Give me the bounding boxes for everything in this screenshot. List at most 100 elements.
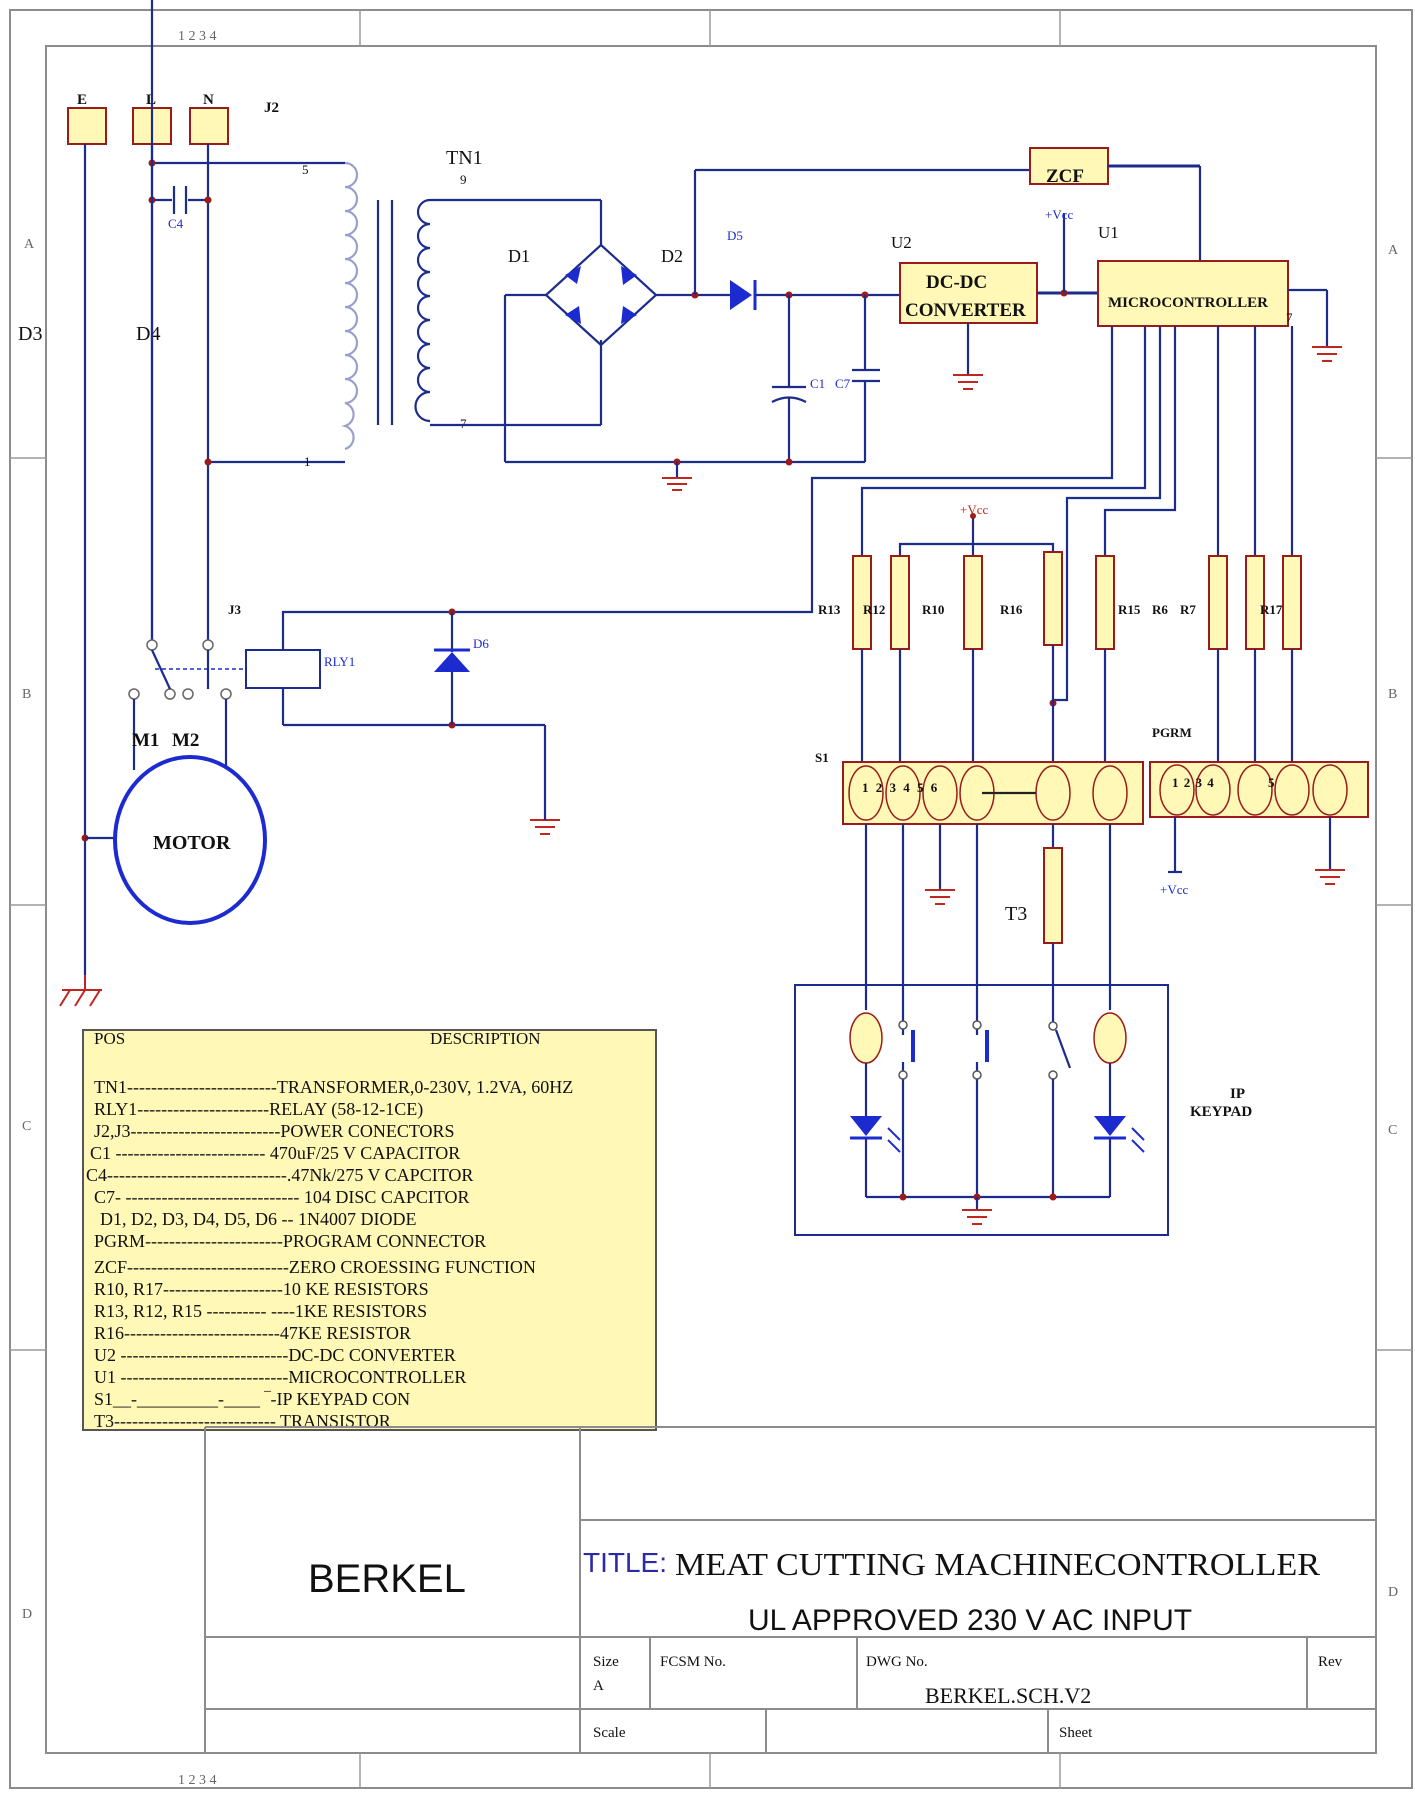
r12-label: R12	[863, 602, 885, 617]
pgrm-pins: 1 2 3 4	[1172, 775, 1214, 790]
vcc2-label: +Vcc	[960, 502, 988, 517]
drawing-title: MEAT CUTTING MACHINECONTROLLER	[675, 1546, 1321, 1582]
zone-left-c: C	[22, 1119, 31, 1134]
keypad-line1: IP	[1230, 1086, 1245, 1102]
connector-j2: E L N J2	[67, 92, 279, 145]
legend-row-13: U2 ----------------------------DC-DC CON…	[94, 1345, 456, 1365]
zone-left-a: A	[24, 237, 35, 252]
motor-label: MOTOR	[153, 832, 231, 854]
capacitor-c4: C4	[168, 186, 188, 231]
relay-section: J3 RLY1 D6 M1 M2	[128, 0, 560, 835]
pin-e-label: E	[77, 92, 87, 108]
zone-right-a: A	[1388, 243, 1399, 258]
r7-label: R7	[1180, 602, 1196, 617]
legend-row-1: TN1-------------------------TRANSFORMER,…	[94, 1077, 573, 1097]
resistor-bank: R13 R12 R10 R16 R15 R6 R7 R17	[818, 551, 1302, 762]
dcdc-converter-u2: DC-DC CONVERTER U2 +Vcc	[891, 207, 1098, 390]
d3-label: D3	[18, 323, 42, 345]
r13-label: R13	[818, 602, 841, 617]
company-name: BERKEL	[308, 1557, 466, 1601]
d6-label: D6	[473, 636, 489, 651]
legend-row-15: S1__-_________-____ ‾-IP KEYPAD CON	[94, 1389, 410, 1409]
sheet-label: Sheet	[1059, 1725, 1093, 1741]
m1-label: M1	[132, 730, 159, 751]
bridge-rectifier-d1: D1 D2	[430, 198, 695, 462]
legend-row-7: D1, D2, D3, D4, D5, D6 -- 1N4007 DIODE	[100, 1209, 416, 1229]
r17-label: R17	[1260, 602, 1283, 617]
keypad-line2: KEYPAD	[1190, 1104, 1252, 1120]
rectifier-output: D5 C1 C7	[505, 168, 1030, 491]
legend-row-12: R16--------------------------47KE RESIST…	[94, 1323, 411, 1343]
pin-n-label: N	[203, 92, 214, 108]
ip-keypad: IP KEYPAD	[794, 984, 1252, 1236]
legend-row-11: R13, R12, R15 ---------- ----1KE RESISTO…	[94, 1301, 427, 1321]
pgrm-label: PGRM	[1152, 725, 1192, 740]
zone-left-d: D	[22, 1607, 32, 1622]
r6-label: R6	[1152, 602, 1168, 617]
tn1-pin5: 5	[302, 162, 309, 177]
c1-label: C1	[810, 376, 825, 391]
tn1-pin9: 9	[460, 172, 467, 187]
tn1-pin1: 1	[304, 454, 311, 469]
dcdc-line1: DC-DC	[926, 272, 987, 293]
size-label: Size	[593, 1654, 619, 1670]
r15-label: R15	[1118, 602, 1141, 617]
scale-label: Scale	[593, 1725, 626, 1741]
microcontroller-u1: MICROCONTROLLER U1 7	[1097, 223, 1342, 362]
c4-label: C4	[168, 216, 184, 231]
zone-right-b: B	[1388, 687, 1397, 702]
vcc3-label: +Vcc	[1160, 882, 1188, 897]
s1-pins: 1 2 3 4 5 6	[862, 780, 938, 795]
d4-label: D4	[136, 323, 160, 345]
zone-markers: 1 2 3 4 1 2 3 4 A B C D A B C D	[22, 29, 1399, 1788]
tn1-label: TN1	[446, 147, 483, 169]
d5-label: D5	[727, 228, 743, 243]
legend-row-4: C1 ------------------------- 470uF/25 V …	[90, 1143, 460, 1163]
transformer-tn1: TN1 9 7 5 1	[302, 147, 483, 469]
drawing-frame	[9, 9, 1413, 1789]
legend-row-3: J2,J3-------------------------POWER CONE…	[94, 1121, 455, 1141]
rly1-label: RLY1	[324, 654, 355, 669]
dwg-label: DWG No.	[866, 1654, 928, 1670]
title-prefix: TITLE:	[583, 1547, 667, 1578]
legend-row-5: C4------------------------------.47Nk/27…	[86, 1165, 473, 1185]
j3-label: J3	[228, 602, 242, 617]
tn1-pin7: 7	[460, 416, 467, 431]
c7-label: C7	[835, 376, 851, 391]
keypad-wiring: T3	[864, 824, 1112, 1022]
rev-label: Rev	[1318, 1654, 1343, 1670]
legend-header-pos: POS	[94, 1029, 125, 1048]
d1-label: D1	[508, 246, 530, 266]
zcf-block: ZCF	[1029, 147, 1202, 261]
dcdc-line2: CONVERTER	[905, 300, 1026, 321]
u1-label: U1	[1098, 223, 1119, 242]
d2-label: D2	[661, 246, 683, 266]
r16-label: R16	[1000, 602, 1023, 617]
earth-ground	[59, 975, 102, 1007]
m2-label: M2	[172, 730, 199, 751]
legend-row-2: RLY1----------------------RELAY (58-12-1…	[94, 1099, 423, 1120]
zone-right-c: C	[1388, 1123, 1397, 1138]
mcu-output-wiring: +Vcc	[281, 326, 1294, 707]
zone-bottom-numbers: 1 2 3 4	[178, 1773, 217, 1788]
connector-pgrm: PGRM 1 2 3 4 5 +Vcc	[1149, 725, 1369, 897]
legend-row-14: U1 ----------------------------MICROCONT…	[94, 1367, 466, 1387]
legend-header-desc: DESCRIPTION	[430, 1029, 541, 1048]
pgrm-pin5: 5	[1268, 775, 1275, 790]
fcsm-label: FCSM No.	[660, 1654, 726, 1670]
zone-right-d: D	[1388, 1585, 1398, 1600]
vcc1-label: +Vcc	[1045, 207, 1073, 222]
drawing-subtitle: UL APPROVED 230 V AC INPUT	[748, 1604, 1192, 1637]
r10-label: R10	[922, 602, 944, 617]
u1-pin7: 7	[1286, 310, 1293, 325]
motor: MOTOR	[113, 755, 267, 925]
zone-left-b: B	[22, 687, 31, 702]
zone-top-numbers: 1 2 3 4	[178, 29, 217, 44]
dwg-value: BERKEL.SCH.V2	[925, 1683, 1091, 1708]
legend-row-9: ZCF---------------------------ZERO CROES…	[94, 1257, 536, 1277]
zcf-label: ZCF	[1046, 166, 1084, 187]
connector-s1: S1 1 2 3 4 5 6	[815, 750, 1144, 825]
mcu-label: MICROCONTROLLER	[1108, 295, 1268, 311]
legend-row-10: R10, R17--------------------10 KE RESIST…	[94, 1279, 429, 1299]
